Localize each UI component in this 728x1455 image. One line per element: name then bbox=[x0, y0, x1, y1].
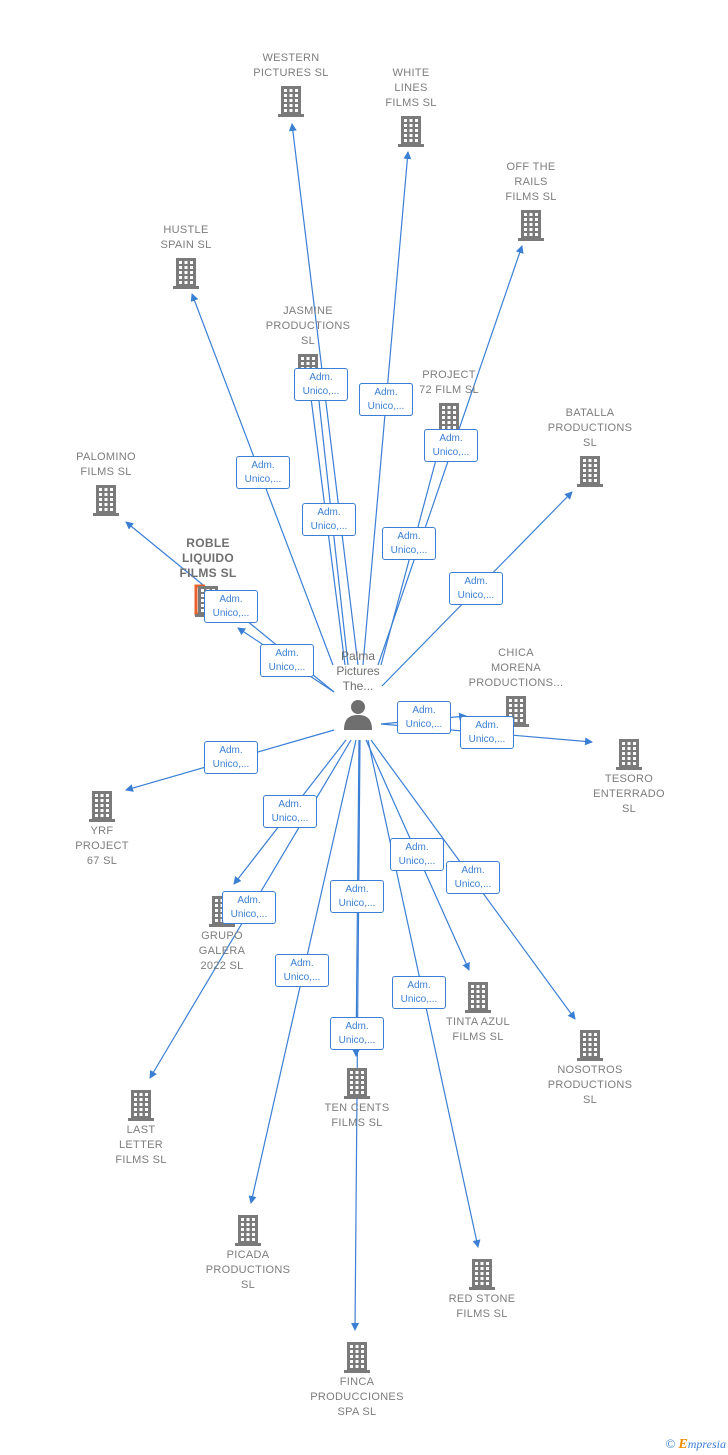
center-person-node[interactable]: Palma Pictures The... bbox=[318, 649, 398, 730]
building-icon bbox=[278, 86, 304, 117]
building-icon bbox=[616, 739, 642, 770]
company-node-western[interactable]: WESTERN PICTURES SL bbox=[231, 51, 351, 117]
edge-label-yrf[interactable]: Adm. Unico,... bbox=[204, 741, 258, 774]
company-node-offrails[interactable]: OFF THE RAILS FILMS SL bbox=[471, 160, 591, 241]
edge-label-finca[interactable]: Adm. Unico,... bbox=[330, 1017, 384, 1050]
building-icon bbox=[128, 1090, 154, 1121]
company-label: HUSTLE SPAIN SL bbox=[160, 224, 212, 251]
company-label: JASMINE PRODUCTIONS SL bbox=[265, 305, 351, 347]
company-label: ROBLE LIQUIDO FILMS SL bbox=[179, 536, 237, 580]
company-label: CHICA MORENA PRODUCTIONS... bbox=[468, 647, 564, 689]
company-label: RED STONE FILMS SL bbox=[448, 1293, 516, 1320]
edge-label-tesoro[interactable]: Adm. Unico,... bbox=[460, 716, 514, 749]
building-icon bbox=[469, 1259, 495, 1290]
edge-label-roble[interactable]: Adm. Unico,... bbox=[260, 644, 314, 677]
edge-label-picada[interactable]: Adm. Unico,... bbox=[275, 954, 329, 987]
building-icon bbox=[173, 258, 199, 289]
company-label: PROJECT 72 FILM SL bbox=[419, 369, 479, 396]
building-icon bbox=[577, 1030, 603, 1061]
edge-label-batalla[interactable]: Adm. Unico,... bbox=[449, 572, 503, 605]
company-label: PICADA PRODUCTIONS SL bbox=[205, 1249, 291, 1291]
edge-label-redstone[interactable]: Adm. Unico,... bbox=[392, 976, 446, 1009]
company-label: YRF PROJECT 67 SL bbox=[75, 825, 129, 867]
edge-label-hustle[interactable]: Adm. Unico,... bbox=[236, 456, 290, 489]
company-node-palomino[interactable]: PALOMINO FILMS SL bbox=[46, 450, 166, 516]
edge-label-project72[interactable]: Adm. Unico,... bbox=[382, 527, 436, 560]
building-icon bbox=[518, 210, 544, 241]
company-label: OFF THE RAILS FILMS SL bbox=[505, 161, 557, 203]
edge-label-galera[interactable]: Adm. Unico,... bbox=[263, 795, 317, 828]
company-label: WESTERN PICTURES SL bbox=[253, 52, 329, 79]
company-node-tencents[interactable]: TEN CENTS FILMS SL bbox=[297, 1065, 417, 1131]
edge-label-tencents[interactable]: Adm. Unico,... bbox=[330, 880, 384, 913]
company-node-nosotros[interactable]: NOSOTROS PRODUCTIONS SL bbox=[530, 1027, 650, 1108]
building-icon bbox=[93, 485, 119, 516]
company-label: NOSOTROS PRODUCTIONS SL bbox=[547, 1064, 633, 1106]
company-node-tinta[interactable]: TINTA AZUL FILMS SL bbox=[418, 979, 538, 1045]
building-icon bbox=[577, 456, 603, 487]
company-label: PALOMINO FILMS SL bbox=[76, 451, 136, 478]
company-label: FINCA PRODUCCIONES SPA SL bbox=[310, 1376, 404, 1418]
edge-label-jasmine[interactable]: Adm. Unico,... bbox=[302, 503, 356, 536]
company-label: TINTA AZUL FILMS SL bbox=[446, 1016, 510, 1043]
brand-name: mpresia bbox=[687, 1437, 726, 1451]
edge-label-tinta[interactable]: Adm. Unico,... bbox=[390, 838, 444, 871]
center-person-label: Palma Pictures The... bbox=[336, 649, 380, 693]
company-node-tesoro[interactable]: TESORO ENTERRADO SL bbox=[569, 736, 689, 817]
company-node-last[interactable]: LAST LETTER FILMS SL bbox=[81, 1087, 201, 1168]
company-node-chica[interactable]: CHICA MORENA PRODUCTIONS... bbox=[456, 646, 576, 727]
company-node-finca[interactable]: FINCA PRODUCCIONES SPA SL bbox=[297, 1339, 417, 1420]
footer-brand: © Empresia bbox=[666, 1436, 726, 1453]
company-label: TESORO ENTERRADO SL bbox=[593, 773, 665, 815]
edge-label-white[interactable]: Adm. Unico,... bbox=[359, 383, 413, 416]
company-label: BATALLA PRODUCTIONS SL bbox=[547, 407, 633, 449]
company-label: WHITE LINES FILMS SL bbox=[385, 67, 437, 109]
building-icon bbox=[89, 791, 115, 822]
company-node-redstone[interactable]: RED STONE FILMS SL bbox=[422, 1256, 542, 1322]
person-icon bbox=[344, 700, 372, 730]
company-node-project72[interactable]: PROJECT 72 FILM SL bbox=[389, 368, 509, 434]
company-node-hustle[interactable]: HUSTLE SPAIN SL bbox=[126, 223, 246, 289]
company-node-batalla[interactable]: BATALLA PRODUCTIONS SL bbox=[530, 406, 650, 487]
company-node-yrf[interactable]: YRF PROJECT 67 SL bbox=[42, 788, 162, 869]
building-icon bbox=[235, 1215, 261, 1246]
building-icon bbox=[344, 1342, 370, 1373]
edge-label-chica[interactable]: Adm. Unico,... bbox=[397, 701, 451, 734]
copyright-symbol: © bbox=[665, 1436, 676, 1451]
building-icon bbox=[344, 1068, 370, 1099]
edge-label-offrails[interactable]: Adm. Unico,... bbox=[424, 429, 478, 462]
company-label: GRUPO GALERA 2022 SL bbox=[198, 930, 246, 972]
company-label: LAST LETTER FILMS SL bbox=[115, 1124, 167, 1166]
company-node-white[interactable]: WHITE LINES FILMS SL bbox=[351, 66, 471, 147]
building-icon bbox=[465, 982, 491, 1013]
edge-label-nosotros[interactable]: Adm. Unico,... bbox=[446, 861, 500, 894]
brand-initial: E bbox=[678, 1437, 688, 1452]
edge-label-jasmine[interactable]: Adm. Unico,... bbox=[294, 368, 348, 401]
edge-label-palomino[interactable]: Adm. Unico,... bbox=[204, 590, 258, 623]
company-node-picada[interactable]: PICADA PRODUCTIONS SL bbox=[188, 1212, 308, 1293]
edge-label-last[interactable]: Adm. Unico,... bbox=[222, 891, 276, 924]
company-label: TEN CENTS FILMS SL bbox=[324, 1102, 390, 1129]
building-icon bbox=[398, 116, 424, 147]
